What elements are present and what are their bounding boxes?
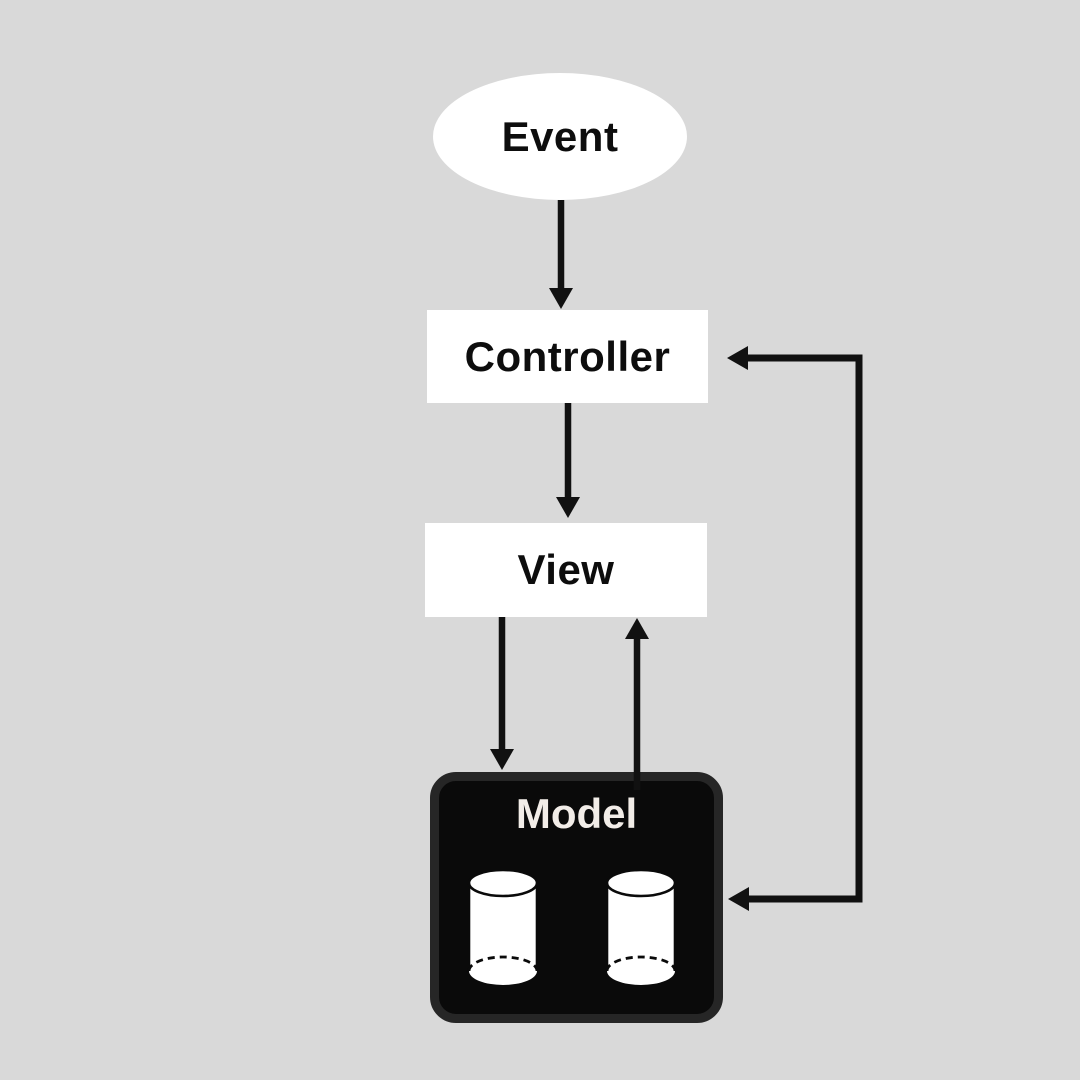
arrow-view-to-model (490, 617, 514, 770)
node-controller: Controller (427, 310, 708, 403)
database-icon (605, 868, 677, 985)
node-model: Model (430, 772, 723, 1023)
event-label: Event (501, 112, 619, 160)
database-icon (467, 868, 539, 985)
node-event: Event (433, 73, 687, 200)
controller-label: Controller (464, 332, 671, 380)
arrow-model-to-view (625, 618, 649, 790)
elbow-connector-model-controller (727, 346, 863, 911)
node-view: View (425, 523, 707, 617)
arrow-event-to-controller (549, 200, 573, 309)
view-label: View (517, 546, 615, 593)
model-label: Model (515, 790, 638, 837)
arrow-controller-to-view (556, 403, 580, 518)
